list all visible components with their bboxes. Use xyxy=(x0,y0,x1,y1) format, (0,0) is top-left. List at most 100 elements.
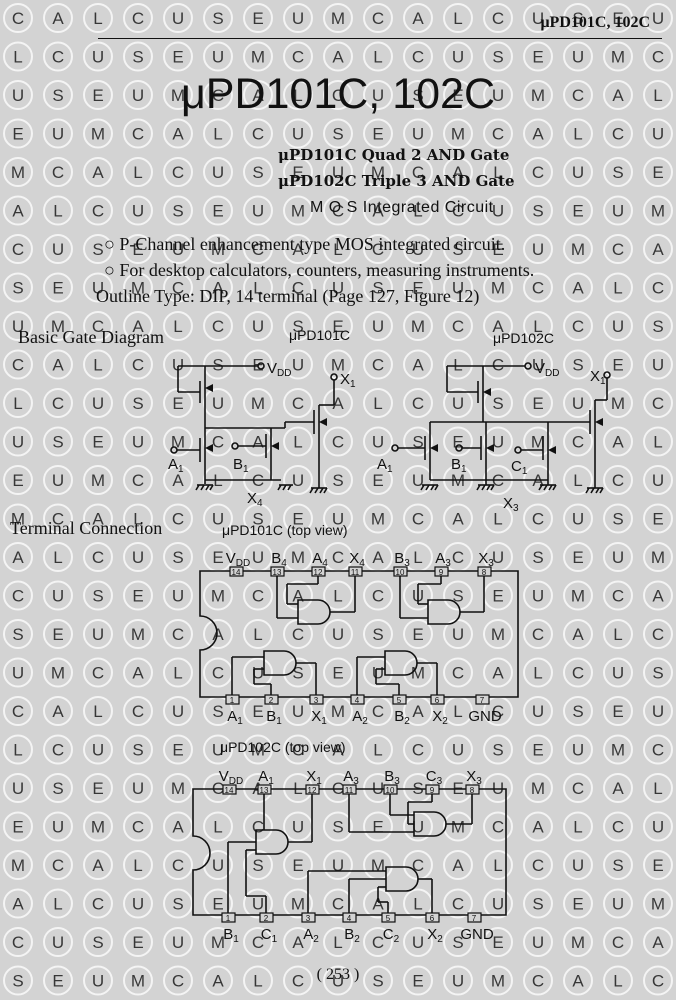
svg-text:C: C xyxy=(252,818,264,837)
watermark-mark: U xyxy=(283,349,313,380)
svg-text:S: S xyxy=(12,625,23,644)
svg-text:E: E xyxy=(452,86,463,105)
watermark-mark: A xyxy=(603,426,633,457)
watermark-mark: U xyxy=(643,696,673,726)
watermark-mark: M xyxy=(603,388,633,418)
watermark-mark: L xyxy=(443,349,473,380)
svg-text:U: U xyxy=(52,818,64,837)
svg-text:S: S xyxy=(92,587,103,606)
pin-number: 13 xyxy=(260,786,269,795)
svg-text:E: E xyxy=(132,933,143,952)
input-a-label: A1 xyxy=(377,456,393,475)
watermark-mark: L xyxy=(123,850,153,880)
watermark-mark: M xyxy=(163,773,193,803)
svg-text:A: A xyxy=(452,510,464,529)
watermark-mark: U xyxy=(523,3,553,33)
svg-text:L: L xyxy=(413,202,422,221)
gate-name-label: X3 xyxy=(503,495,519,514)
svg-text:A: A xyxy=(172,818,184,837)
watermark-mark: A xyxy=(443,503,473,534)
svg-text:A: A xyxy=(532,818,544,837)
pin-box xyxy=(477,566,492,577)
pin-box xyxy=(434,566,449,577)
svg-text:U: U xyxy=(92,279,104,298)
watermark-mark: A xyxy=(43,696,73,726)
watermark-mark: E xyxy=(43,619,73,649)
svg-text:U: U xyxy=(612,895,624,914)
svg-text:L: L xyxy=(413,895,422,914)
svg-text:L: L xyxy=(53,895,62,914)
svg-text:U: U xyxy=(412,933,424,952)
svg-text:A: A xyxy=(492,664,504,683)
watermark-mark: C xyxy=(123,696,153,726)
watermark-mark: S xyxy=(243,157,273,187)
pin-label-top: X3 xyxy=(466,768,482,787)
watermark-mark: S xyxy=(123,388,153,418)
svg-text:C: C xyxy=(132,471,144,490)
svg-text:M: M xyxy=(531,779,545,798)
svg-text:S: S xyxy=(132,741,143,760)
pin-box xyxy=(222,784,237,795)
svg-text:U: U xyxy=(572,394,584,413)
svg-text:E: E xyxy=(532,394,543,413)
svg-text:M: M xyxy=(131,972,145,991)
svg-text:U: U xyxy=(92,394,104,413)
terminal-caption-pd101c: μPD101C (top view) xyxy=(222,522,348,538)
watermark-mark: E xyxy=(43,272,73,303)
watermark-mark: C xyxy=(3,234,33,264)
watermark-mark: C xyxy=(403,157,433,187)
svg-text:L: L xyxy=(573,818,582,837)
watermark-mark: L xyxy=(523,311,553,341)
watermark-mark: E xyxy=(403,965,433,996)
svg-text:A: A xyxy=(532,125,544,144)
svg-text:S: S xyxy=(532,895,543,914)
svg-text:A: A xyxy=(332,741,344,760)
pin-box xyxy=(259,912,274,923)
watermark-mark: E xyxy=(283,503,313,534)
terminal-connection-heading: Terminal Connection xyxy=(10,518,163,538)
header-rule xyxy=(98,38,662,39)
watermark-mark: C xyxy=(563,80,593,110)
watermark-mark: A xyxy=(3,195,33,226)
svg-text:S: S xyxy=(52,86,63,105)
watermark-mark: E xyxy=(163,734,193,765)
svg-text:C: C xyxy=(252,240,264,259)
pin-label-sub: 1 xyxy=(272,934,278,945)
watermark-mark: C xyxy=(283,734,313,765)
watermark-mark: A xyxy=(643,234,673,264)
watermark-mark: S xyxy=(203,349,233,380)
svg-text:C: C xyxy=(652,48,664,67)
page-title: μPD101C, 102C xyxy=(181,70,495,118)
svg-text:M: M xyxy=(571,587,585,606)
watermark-mark: E xyxy=(83,426,113,457)
svg-text:U: U xyxy=(132,202,144,221)
svg-text:S: S xyxy=(172,895,183,914)
svg-text:S: S xyxy=(332,471,343,490)
svg-text:A: A xyxy=(252,86,264,105)
svg-text:U: U xyxy=(452,625,464,644)
gate-name-label: X4 xyxy=(247,490,263,509)
watermark-mark: L xyxy=(643,80,673,110)
watermark-mark: L xyxy=(203,118,233,149)
svg-text:A: A xyxy=(172,125,184,144)
watermark-mark: C xyxy=(243,580,273,611)
svg-text:M: M xyxy=(91,818,105,837)
watermark-mark: U xyxy=(643,118,673,149)
watermark-mark: C xyxy=(163,503,193,534)
svg-text:U: U xyxy=(492,202,504,221)
watermark-mark: U xyxy=(403,118,433,149)
svg-text:U: U xyxy=(652,818,664,837)
svg-text:U: U xyxy=(52,933,64,952)
svg-text:M: M xyxy=(331,702,345,721)
watermark-mark: U xyxy=(483,426,513,457)
watermark-mark: L xyxy=(3,41,33,72)
svg-text:U: U xyxy=(12,779,24,798)
svg-text:U: U xyxy=(532,356,544,375)
watermark-mark: C xyxy=(3,580,33,611)
pin-number: 4 xyxy=(355,696,360,705)
watermark-mark: M xyxy=(123,965,153,996)
svg-text:U: U xyxy=(332,972,344,991)
svg-text:L: L xyxy=(533,317,542,336)
watermark-mark: U xyxy=(443,388,473,418)
pin-label-sub: 1 xyxy=(321,716,327,727)
